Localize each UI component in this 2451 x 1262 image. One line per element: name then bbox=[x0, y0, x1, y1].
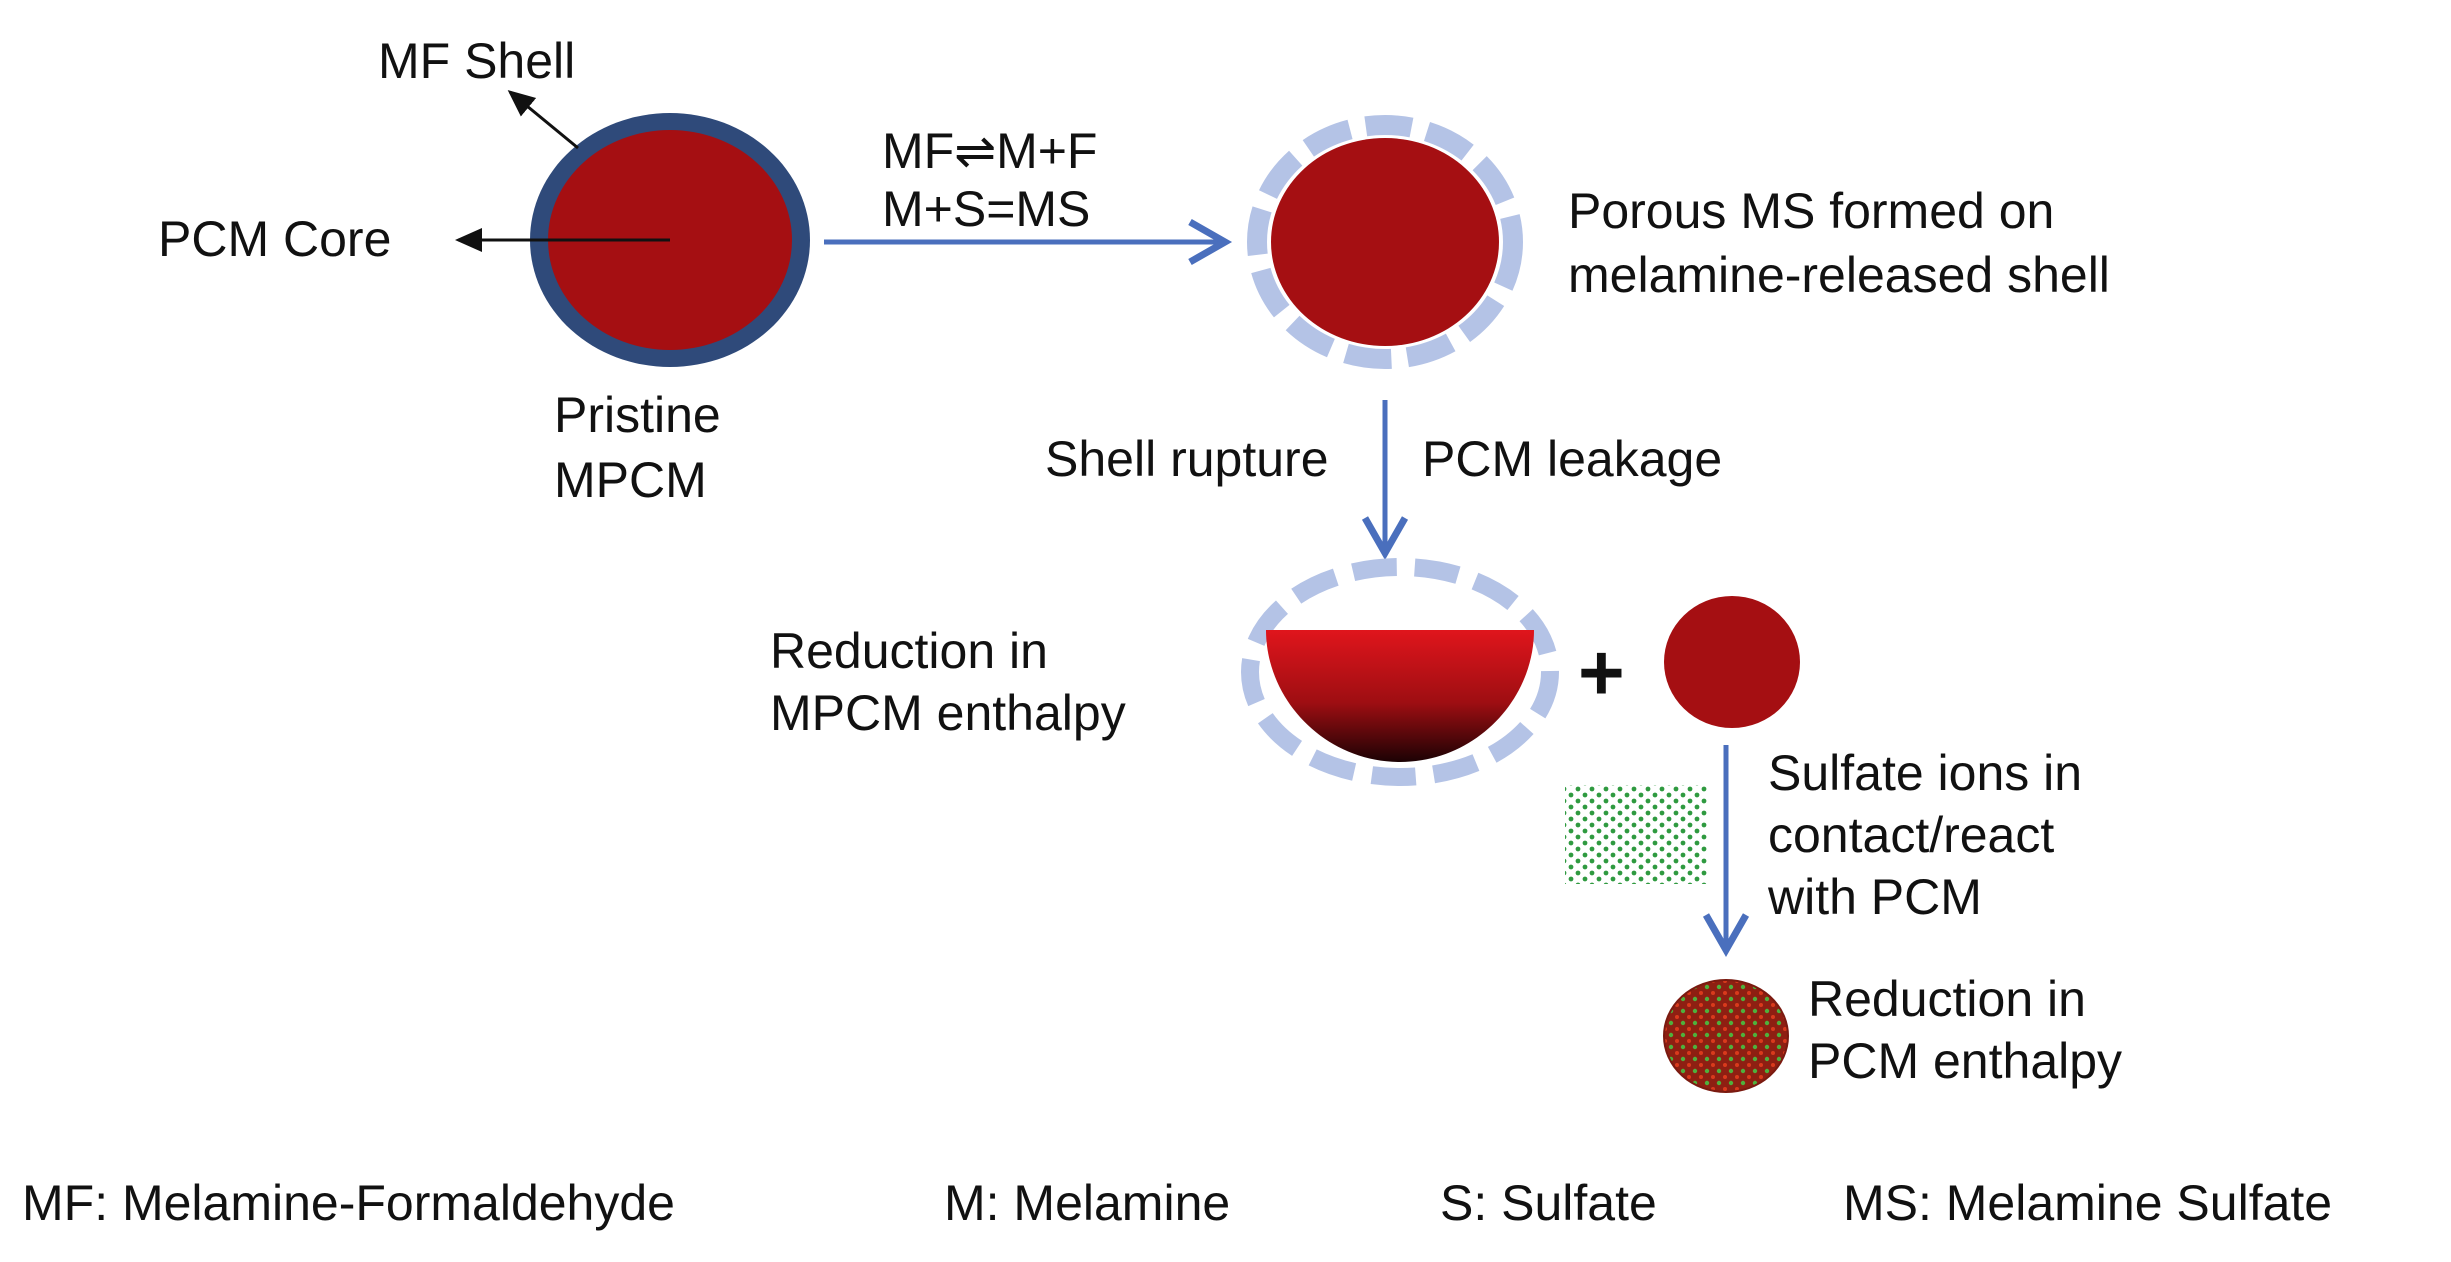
reacted-pcm-particle bbox=[1663, 979, 1789, 1093]
pristine-label-line1: Pristine bbox=[554, 387, 721, 443]
porous-label-line2: melamine-released shell bbox=[1568, 247, 2110, 303]
plus-sign: + bbox=[1578, 628, 1625, 717]
reduction-mpcm-line1: Reduction in bbox=[770, 623, 1048, 679]
legend-m: M: Melamine bbox=[944, 1175, 1230, 1231]
sulfate-label-line3: with PCM bbox=[1767, 869, 1982, 925]
sulfate-ions-block bbox=[1565, 785, 1708, 884]
reaction-line1: MF⇌M+F bbox=[882, 123, 1097, 179]
legend-ms: MS: Melamine Sulfate bbox=[1843, 1175, 2332, 1231]
legend-mf: MF: Melamine-Formaldehyde bbox=[22, 1175, 675, 1231]
shell-rupture-label: Shell rupture bbox=[1045, 431, 1329, 487]
leaked-pcm-droplet bbox=[1664, 596, 1800, 728]
pcm-core-label: PCM Core bbox=[158, 211, 391, 267]
pristine-label-line2: MPCM bbox=[554, 452, 707, 508]
ruptured-shell bbox=[1241, 558, 1559, 786]
sulfate-label-line2: contact/react bbox=[1768, 807, 2054, 863]
sulfate-label-line1: Sulfate ions in bbox=[1768, 745, 2082, 801]
legend-s: S: Sulfate bbox=[1440, 1175, 1657, 1231]
porous-shell bbox=[1247, 115, 1523, 369]
reduction-pcm-line2: PCM enthalpy bbox=[1808, 1033, 2122, 1089]
reaction-line2: M+S=MS bbox=[882, 181, 1090, 237]
pcm-leakage-label: PCM leakage bbox=[1422, 431, 1722, 487]
reduction-mpcm-line2: MPCM enthalpy bbox=[770, 685, 1126, 741]
mf-shell-pointer bbox=[507, 90, 579, 150]
reduction-pcm-line1: Reduction in bbox=[1808, 971, 2086, 1027]
porous-core bbox=[1271, 138, 1499, 346]
mf-shell-label: MF Shell bbox=[378, 33, 575, 89]
ruptured-core bbox=[1266, 630, 1534, 762]
porous-label-line1: Porous MS formed on bbox=[1568, 183, 2054, 239]
